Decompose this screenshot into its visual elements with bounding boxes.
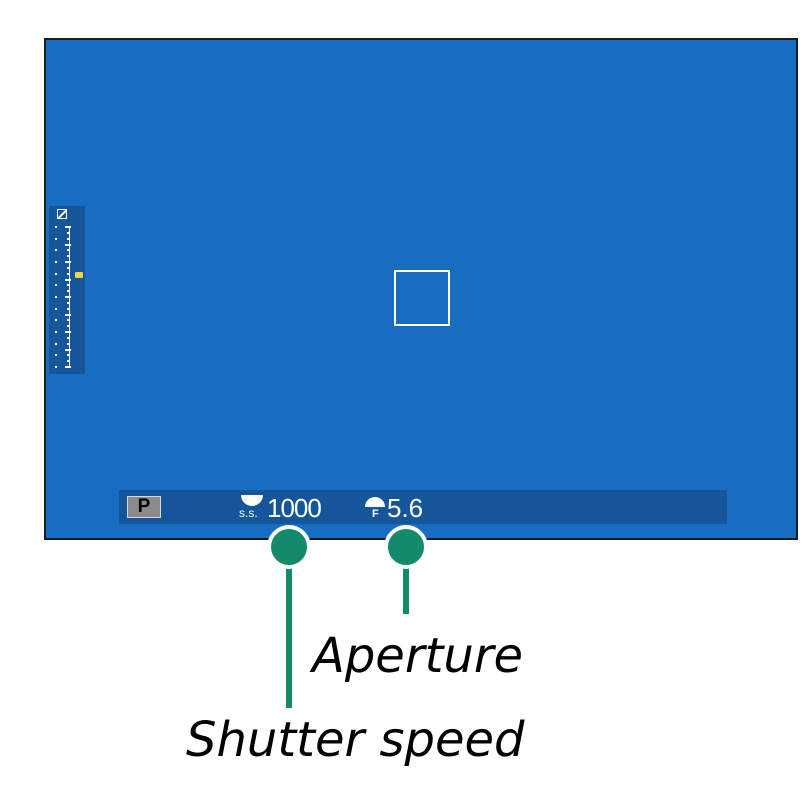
exposure-scale-tick — [65, 278, 71, 281]
aperture-value: 5.6 — [387, 493, 424, 523]
exposure-compensation-scale — [49, 206, 85, 374]
exposure-scale-dot — [55, 331, 57, 333]
exposure-scale-tick — [67, 354, 70, 357]
exposure-scale-tick — [65, 331, 71, 333]
exposure-scale-tick — [67, 325, 70, 328]
aperture-label: Aperture — [312, 628, 524, 684]
exposure-scale-tick — [67, 272, 70, 275]
exposure-scale-tick — [65, 243, 71, 246]
aperture-icon-label: F — [372, 508, 379, 520]
exposure-scale-dot — [55, 284, 57, 287]
viewfinder-screen: P s.s. 1000 F 5.6 — [44, 38, 798, 540]
exposure-compensation-icon — [57, 209, 67, 219]
exposure-scale-dot — [55, 272, 57, 275]
exposure-scale-tick — [67, 237, 70, 240]
shutter-speed-icon — [241, 495, 263, 506]
exposure-scale-tick — [65, 313, 71, 316]
exposure-scale-tick — [67, 249, 70, 252]
exposure-scale-tick — [67, 360, 70, 363]
aperture-icon — [365, 497, 385, 507]
exposure-scale-tick — [67, 284, 70, 287]
aperture-callout-line — [403, 548, 409, 614]
exposure-scale-dot — [55, 296, 57, 298]
exposure-scale-tick — [67, 307, 70, 310]
exposure-scale-tick — [65, 226, 71, 228]
exposure-scale-tick — [65, 348, 71, 351]
exposure-scale-dot — [55, 307, 57, 310]
exposure-scale-tick — [67, 266, 70, 269]
exposure-scale-dot — [55, 237, 57, 240]
exposure-scale-tick — [67, 342, 70, 345]
exposure-scale-tick — [67, 255, 70, 258]
exposure-scale-tick — [65, 261, 71, 263]
focus-frame — [394, 270, 450, 326]
exposure-scale-dot — [55, 366, 57, 368]
exposure-indicator — [75, 272, 83, 278]
exposure-scale-dot — [55, 319, 57, 322]
shutter-speed-callout-line — [286, 548, 292, 708]
shutter-speed-value: 1000 — [267, 493, 322, 523]
exposure-scale-tick — [67, 301, 70, 304]
exposure-scale-tick — [65, 296, 71, 298]
exposure-scale-dot — [55, 249, 57, 252]
shooting-mode-badge: P — [127, 496, 161, 518]
shutter-speed-icon-label: s.s. — [239, 506, 258, 520]
exposure-scale-dot — [55, 354, 57, 357]
exposure-scale-dot — [55, 226, 57, 228]
info-bar: P s.s. 1000 F 5.6 — [119, 490, 727, 524]
exposure-scale-tick — [67, 319, 70, 322]
exposure-scale-tick — [67, 336, 70, 339]
exposure-scale-dot — [55, 342, 57, 345]
shutter-speed-callout-dot — [267, 525, 311, 569]
aperture-callout-dot — [384, 525, 428, 569]
shutter-speed-label: Shutter speed — [186, 712, 525, 768]
exposure-scale-tick — [67, 231, 70, 234]
exposure-scale-tick — [67, 290, 70, 293]
exposure-scale-dot — [55, 261, 57, 263]
exposure-scale-tick — [65, 366, 71, 368]
